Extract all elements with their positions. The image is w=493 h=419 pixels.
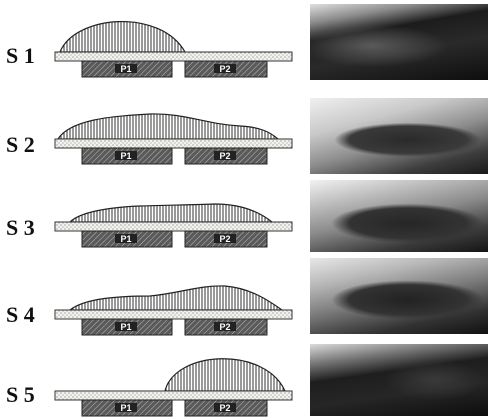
plate-s3 bbox=[55, 222, 292, 231]
deposit-s3 bbox=[70, 204, 272, 222]
pad-label-p2-s2: P2 bbox=[219, 151, 230, 161]
row-s5: S 5 P1 P2 bbox=[6, 359, 292, 416]
deposit-s2 bbox=[58, 114, 278, 139]
photo-s4 bbox=[310, 258, 488, 334]
row-s1: S 1 P1 P2 bbox=[6, 22, 292, 77]
deposit-s4 bbox=[70, 286, 282, 310]
pad-label-p2-s4: P2 bbox=[219, 322, 230, 332]
pad-label-p2-s3: P2 bbox=[219, 234, 230, 244]
photo-s5 bbox=[310, 344, 488, 416]
plate-s1 bbox=[55, 52, 292, 61]
stage-label-s1: S 1 bbox=[6, 43, 35, 68]
pad-label-p2-s5: P2 bbox=[219, 403, 230, 413]
photo-s3 bbox=[310, 180, 488, 252]
plate-s4 bbox=[55, 310, 292, 319]
row-s2: S 2 P1 P2 bbox=[6, 114, 292, 164]
stage-label-s2: S 2 bbox=[6, 132, 35, 157]
pad-label-p1-s5: P1 bbox=[120, 403, 131, 413]
pad-label-p1-s3: P1 bbox=[120, 234, 131, 244]
photo-s2 bbox=[310, 98, 488, 174]
pad-label-p2-s1: P2 bbox=[219, 64, 230, 74]
row-s3: S 3 P1 P2 bbox=[6, 204, 292, 247]
deposit-s1 bbox=[60, 22, 185, 52]
row-s4: S 4 P1 P2 bbox=[6, 286, 292, 335]
plate-s2 bbox=[55, 139, 292, 148]
pad-label-p1-s2: P1 bbox=[120, 151, 131, 161]
pad-label-p1-s4: P1 bbox=[120, 322, 131, 332]
plate-s5 bbox=[55, 391, 292, 400]
deposit-s5 bbox=[165, 359, 285, 391]
photo-s1 bbox=[310, 4, 488, 80]
pad-label-p1-s1: P1 bbox=[120, 64, 131, 74]
stage-label-s4: S 4 bbox=[6, 302, 35, 327]
stage-label-s3: S 3 bbox=[6, 215, 35, 240]
stage-label-s5: S 5 bbox=[6, 382, 35, 407]
